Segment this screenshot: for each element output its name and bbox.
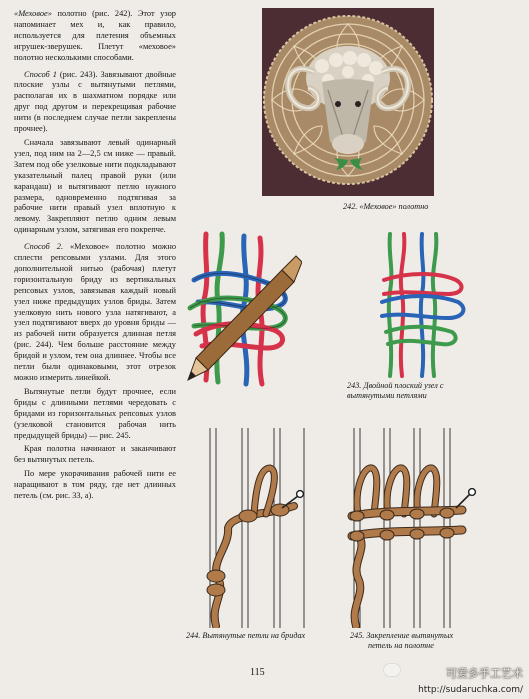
paragraph-intro: «Меховое» полотно (рис. 242). Этот узор … — [14, 9, 176, 62]
text-column: «Меховое» полотно (рис. 242). Этот узор … — [14, 9, 176, 505]
caption-245: 245. Закрепление вытянутых петель на пол… — [350, 631, 454, 650]
figure-243-knot-extended-loops — [380, 232, 466, 378]
watermark: 可爱多手工艺术 http://sudaruchka.com/ — [383, 663, 523, 695]
figure-242-photo — [262, 8, 434, 196]
caption-242: 242. «Меховое» полотно — [343, 202, 429, 211]
watermark-url: http://sudaruchka.com/ — [418, 685, 523, 695]
figure-245-fixing-loops — [347, 428, 477, 628]
caption-244: 244. Вытянутые петли на бридах — [186, 631, 306, 640]
watermark-title: 可爱多手工艺术 — [446, 667, 523, 680]
caption-243: 243. Двойной плоский узел с вытянутыми п… — [347, 381, 444, 400]
paragraph-strength: Вытянутые петли будут прочнее, если брид… — [14, 386, 176, 440]
paragraph-extend: По мере укорачивания рабочей нити ее нар… — [14, 469, 176, 501]
paragraph-method-2: Способ 2. «Меховое» полотно можно сплест… — [14, 242, 177, 382]
paragraph-method-1: Способ 1 (рис. 243). Завязывают двойные … — [14, 69, 176, 134]
figure-243-knot-with-pencil — [187, 231, 302, 387]
paragraph-edges: Края полотна начинают и заканчивают без … — [14, 444, 176, 465]
figure-244-loops-on-brides — [206, 428, 305, 628]
term-mekhovoe: «Меховое» — [14, 9, 52, 18]
paragraph-method-1-steps: Сначала завязывают левый одинарный узел,… — [14, 137, 176, 235]
chat-bubble-icon — [383, 663, 401, 677]
page-number: 115 — [250, 667, 265, 678]
method-2-heading: Способ 2 — [24, 242, 61, 252]
method-1-heading: Способ 1 — [24, 69, 57, 79]
